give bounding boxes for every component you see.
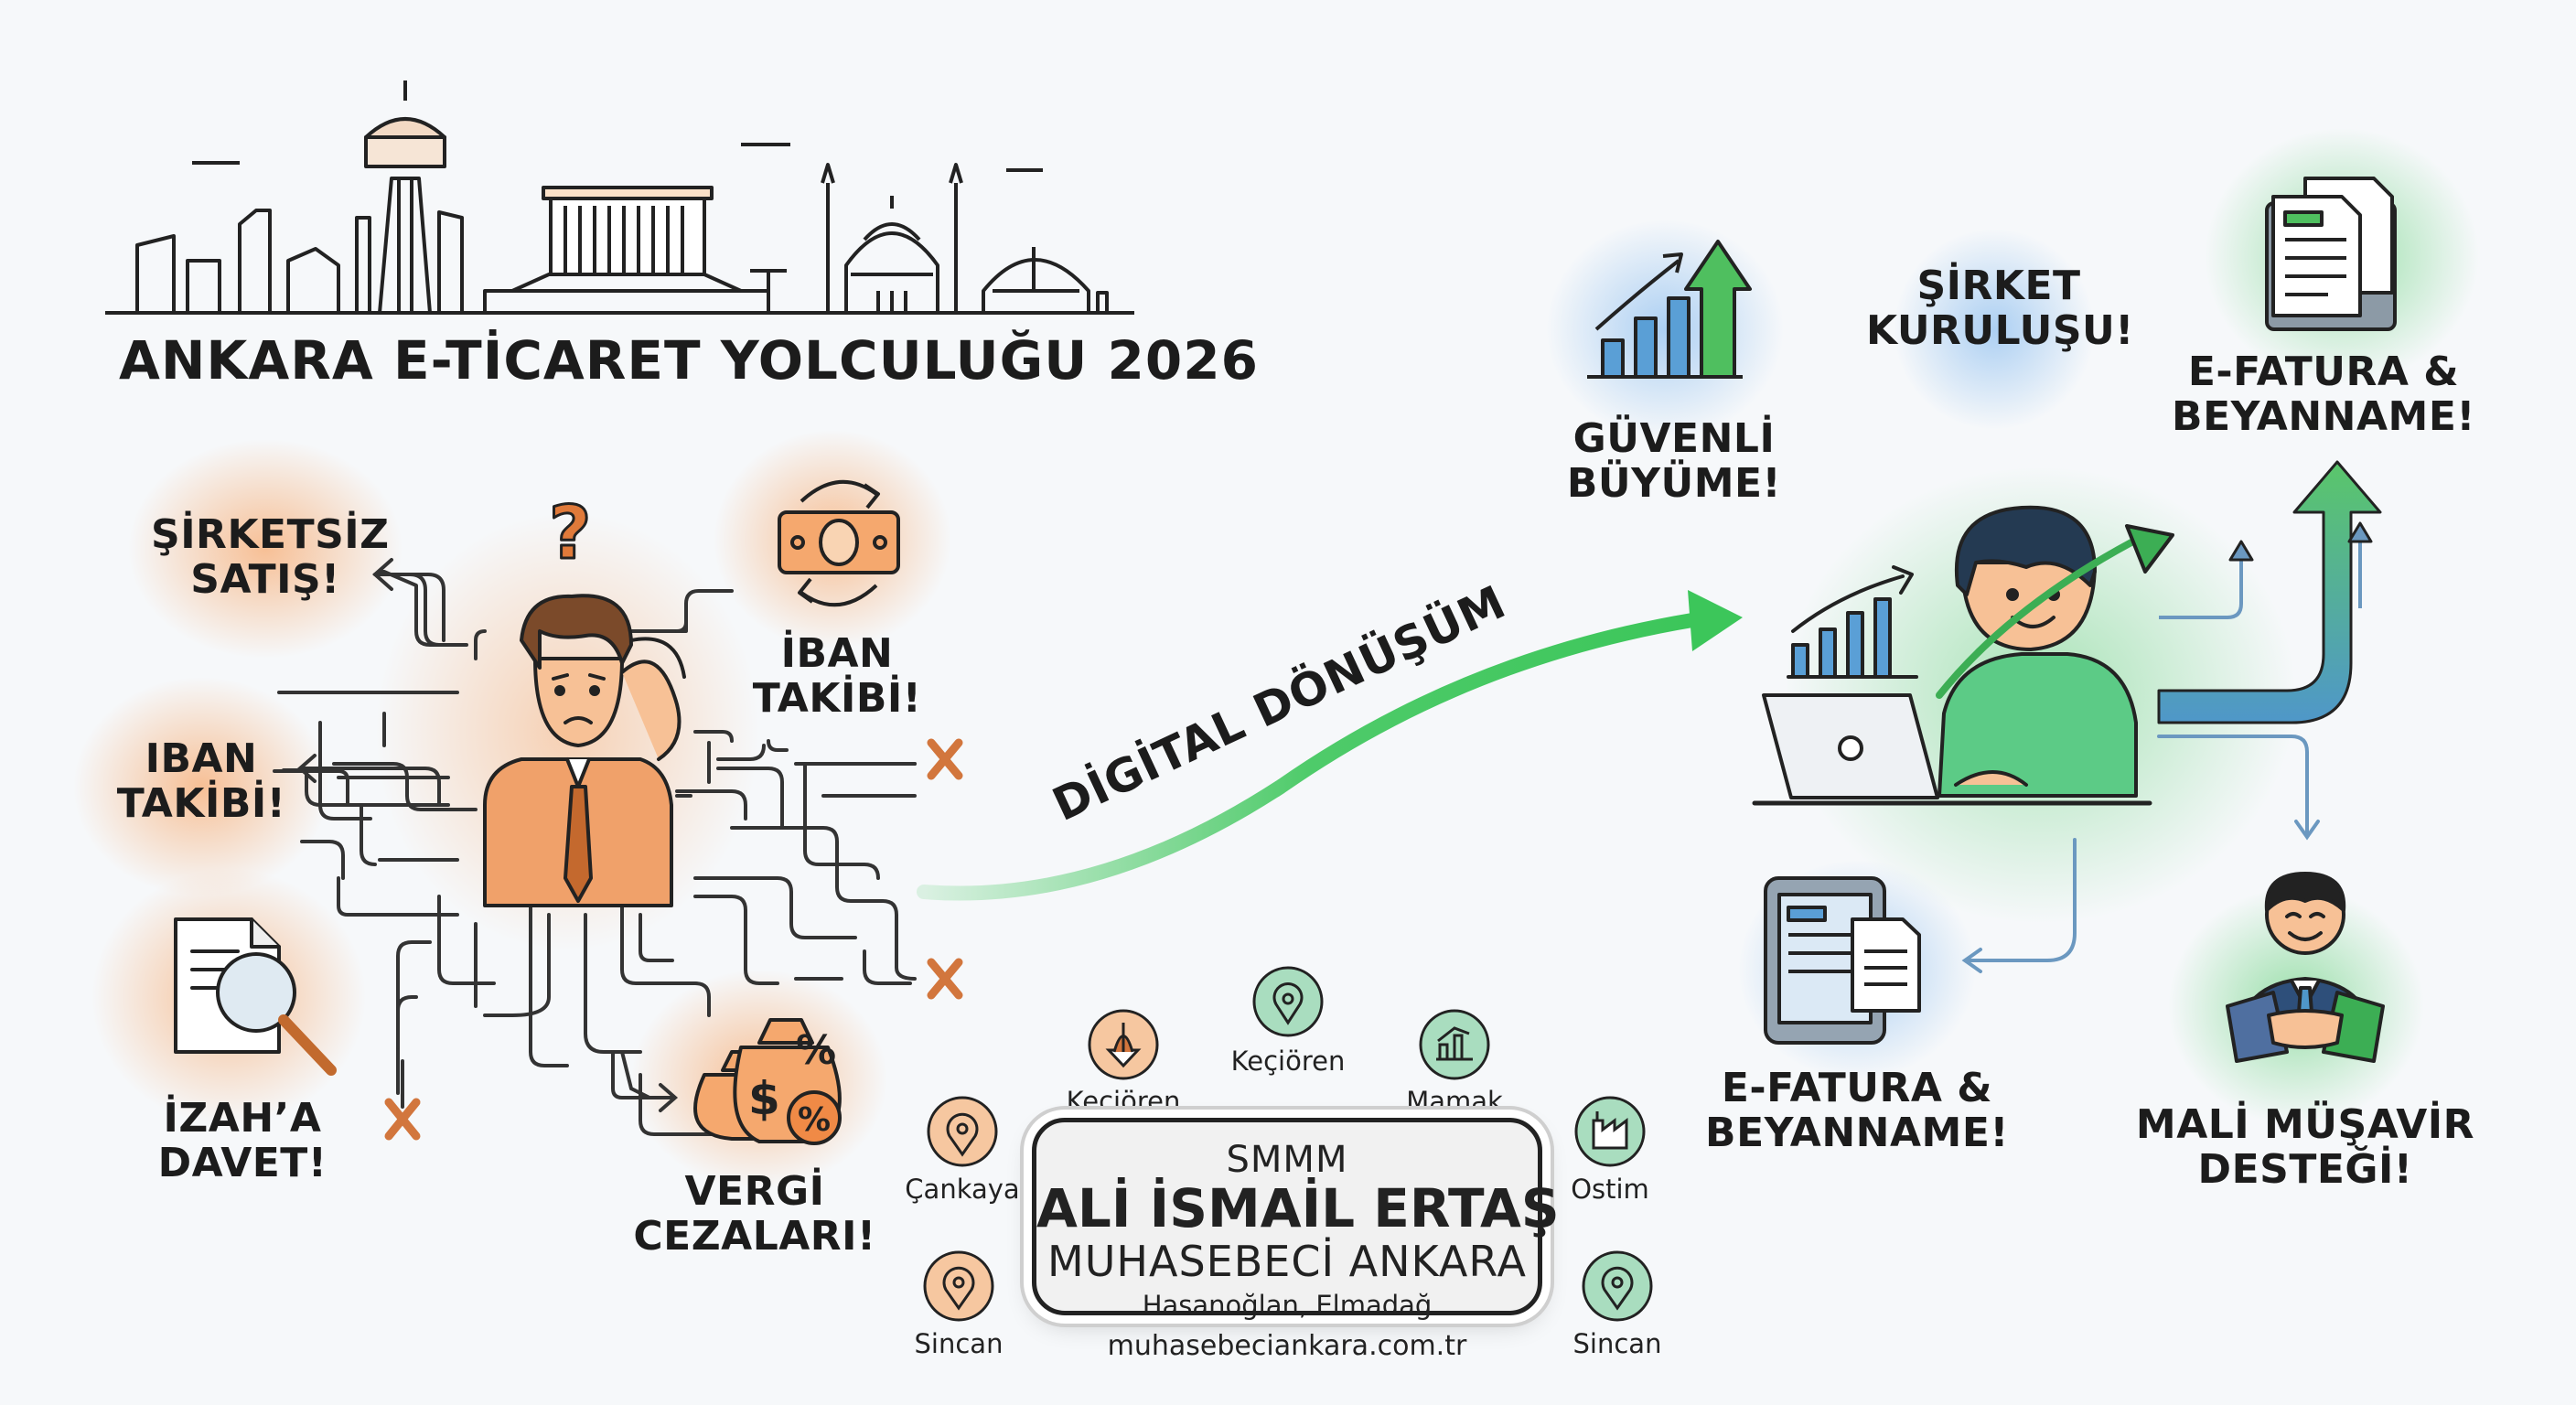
tablet-documents-icon [1764,876,1921,1045]
business-card: SMMM ALİ İSMAİL ERTAŞ MUHASEBECİ ANKARA … [1032,1118,1560,1321]
pin-cankaya [927,1096,998,1167]
x-marks [384,738,963,1141]
pin-kecioren-1 [1088,1009,1159,1080]
advisor-handshake-icon [2226,872,2385,1063]
label-sirketsiz-satis: ŞİRKETSİZ SATIŞ! [151,511,390,604]
svg-text:?: ? [549,490,591,575]
pin-sincan-left [923,1250,994,1322]
ankara-skyline [105,80,1134,315]
right-connectors [1961,735,2320,973]
label-mali-musavir-destegi: MALİ MÜŞAVİR DESTEĞİ! [2135,1101,2475,1194]
pin-kecioren-2 [1252,966,1324,1037]
location-mamak: Mamak [1406,1086,1503,1117]
location-sincan-right: Sincan [1572,1328,1662,1359]
document-stack-icon [2265,177,2397,331]
confusion-maze [273,570,917,1136]
label-iban-takibi-left: IBAN TAKİBİ! [116,735,286,828]
rising-arrows [2157,460,2382,724]
card-website: muhasebeciankara.com.tr [1107,1330,1467,1362]
location-ostim: Ostim [1571,1174,1649,1205]
growth-chart-icon [1587,240,1752,379]
location-kecioren-2: Keçiören [1230,1046,1346,1077]
svg-text:%: % [798,1101,831,1139]
money-exchange-icon [778,479,900,607]
label-vergi-cezalari: VERGİ CEZALARI! [633,1168,876,1260]
pin-mamak [1419,1009,1490,1080]
location-sincan-left: Sincan [914,1328,1004,1359]
confused-man: ? [483,489,686,907]
svg-text:%: % [796,1027,836,1074]
happy-man-laptop [1752,505,2174,806]
label-efatura-beyanname-bottom: E-FATURA & BEYANNAME! [1705,1065,2009,1157]
label-guvenli-buyume: GÜVENLİ BÜYÜME! [1566,415,1782,508]
label-efatura-beyanname-top: E-FATURA & BEYANNAME! [2172,349,2475,441]
money-bags-icon: $ % % [693,1018,842,1145]
card-title: SMMM [1226,1139,1348,1181]
page-title: ANKARA E-TİCARET YOLCULUĞU 2026 [119,329,1259,391]
pin-ostim [1574,1096,1646,1167]
digital-transformation-arrow [917,590,1743,901]
location-cankaya: Çankaya [905,1174,1020,1205]
left-arrows [296,558,917,1112]
card-address: Hasanoğlan, Elmadağ [1142,1289,1433,1321]
label-izah-davet: İZAH’A DAVET! [157,1095,327,1187]
label-iban-takibi-center: İBAN TAKİBİ! [752,630,922,723]
svg-text:$: $ [748,1072,780,1125]
card-name: ALİ İSMAİL ERTAŞ [1036,1177,1560,1239]
card-subtitle: MUHASEBECİ ANKARA [1047,1236,1527,1286]
document-search-icon [174,917,337,1076]
label-sirket-kurulusu: ŞİRKET KURULUŞU! [1866,263,2134,355]
pin-sincan-right [1582,1250,1653,1322]
location-pins [923,966,1653,1322]
location-kecioren-1: Keçiören [1066,1086,1181,1117]
